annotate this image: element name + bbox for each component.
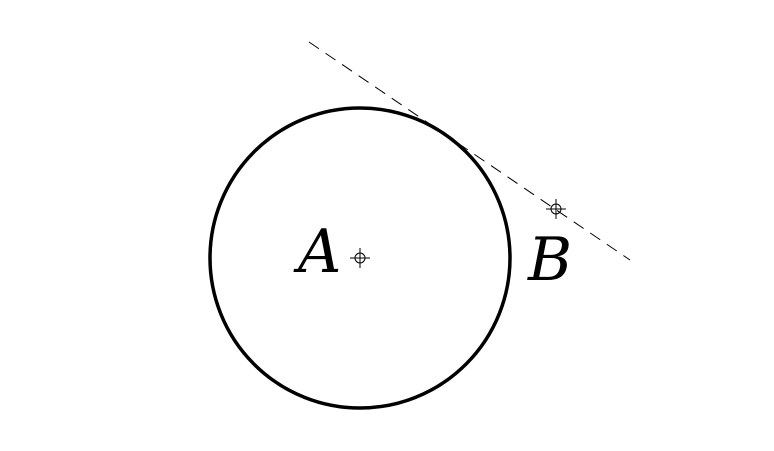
circle [208, 106, 512, 410]
point-a-label: A [293, 217, 341, 287]
point-b-label: B [527, 225, 572, 295]
point-b-marker [546, 199, 566, 219]
point-a-marker [350, 248, 370, 268]
tangent-line [308, 41, 631, 261]
